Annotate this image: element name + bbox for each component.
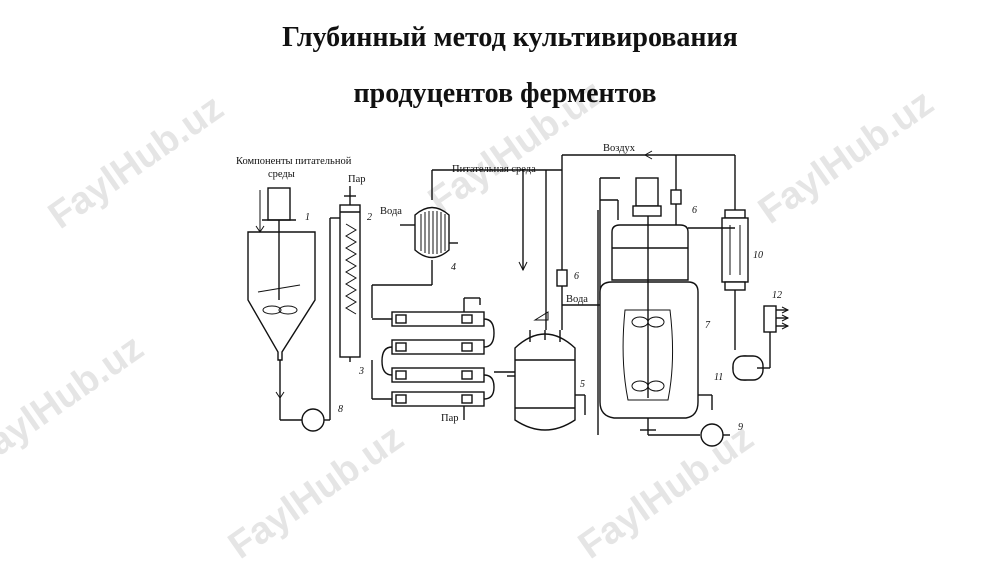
title-line-2: продуцентов ферментов [353,78,657,109]
sterilizer-column-2 [339,186,361,362]
title-line-1: Глубинный метод культивирования [282,22,738,53]
pump-8 [301,217,340,432]
num-11: 11 [714,372,723,383]
mixing-tank-1 [247,187,316,421]
num-7: 7 [705,320,711,331]
num-3: 3 [358,366,364,377]
label-steam-bottom: Пар [441,413,459,424]
num-12: 12 [772,290,782,301]
watermark-6: FaylHub.uz [571,417,761,562]
seed-fermenter-5 [507,311,586,431]
label-air: Воздух [603,143,636,154]
num-6-left: 6 [574,271,579,282]
label-water-left: Вода [380,206,402,217]
num-2: 2 [367,212,372,223]
nutrient-line [432,169,620,330]
watermark-5: FaylHub.uz [221,417,411,562]
labels: Компоненты питательной среды Пар Вода Пи… [236,143,782,433]
pump-9 [700,423,730,447]
label-components: Компоненты питательной [236,156,352,167]
filter-6-left [556,269,600,330]
num-6-right: 6 [692,205,697,216]
num-8: 8 [338,404,343,415]
air-filter-10 [688,209,749,350]
num-4: 4 [451,262,456,273]
num-10: 10 [753,250,763,261]
heat-exchanger-4 [371,170,458,318]
num-5: 5 [580,379,585,390]
label-components-2: среды [268,169,295,180]
num-9: 9 [738,422,743,433]
label-water-right: Вода [566,294,588,305]
watermark-4: FaylHub.uz [0,327,151,478]
main-fermenter-7 [597,177,713,436]
compressor-11 [732,330,771,381]
tube-holders-3 [371,297,515,420]
num-1: 1 [305,212,310,223]
label-steam-top: Пар [348,174,366,185]
label-nutrient-medium: Питательная среда [452,164,536,175]
air-line [561,150,736,235]
panel-12 [763,305,790,333]
